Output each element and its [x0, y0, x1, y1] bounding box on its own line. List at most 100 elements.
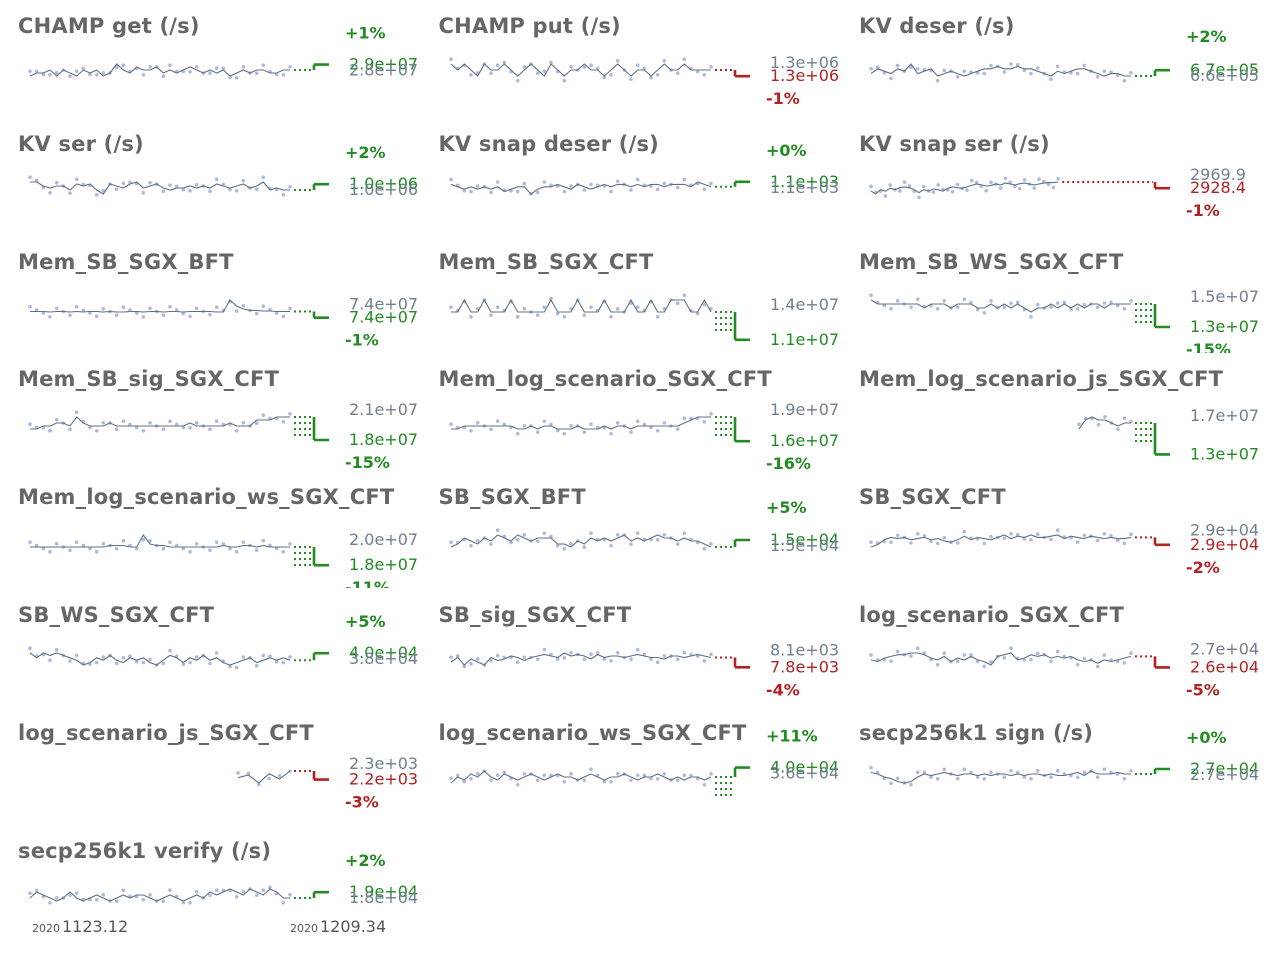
sample-point — [522, 655, 526, 660]
sample-point — [562, 189, 566, 194]
sample-point — [74, 653, 79, 658]
sample-point — [1122, 661, 1127, 665]
sample-point — [241, 65, 246, 69]
sample-point — [241, 889, 246, 894]
panel-title: CHAMP put (/s) — [438, 14, 621, 38]
sample-point — [962, 653, 967, 657]
sample-point — [515, 79, 519, 83]
sample-point — [562, 432, 566, 436]
sample-point — [181, 426, 186, 430]
sample-point — [261, 653, 266, 658]
sample-point — [702, 302, 706, 307]
sample-point — [48, 658, 52, 662]
sample-point — [1082, 63, 1087, 68]
sample-point — [695, 69, 699, 74]
sample-point — [628, 542, 633, 547]
upper-value-label: 1.1e+03 — [770, 172, 839, 191]
sample-point — [682, 177, 686, 182]
change-step-marker — [733, 311, 750, 341]
sample-point — [909, 782, 913, 787]
lower-value-label: 1.3e+06 — [770, 66, 839, 85]
sample-point — [615, 179, 619, 183]
percent-change-label: +5% — [345, 612, 386, 631]
sample-point — [261, 63, 266, 67]
sample-point — [468, 189, 473, 194]
sample-point — [895, 649, 900, 654]
sample-point — [1102, 300, 1107, 305]
sample-point — [975, 775, 980, 779]
sample-point — [1042, 179, 1046, 184]
sample-point — [288, 412, 292, 416]
sample-point — [214, 651, 219, 655]
sparkline-chart: 1.1e+031.1e+03+0% — [448, 141, 839, 197]
sample-point — [1129, 651, 1133, 655]
sample-point — [588, 767, 593, 771]
sample-point — [582, 430, 586, 435]
sample-point — [68, 312, 72, 317]
percent-change-label: +2% — [1186, 27, 1227, 46]
sparkline-chart: 1.5e+071.3e+07-15% — [869, 287, 1259, 353]
sample-point — [655, 187, 659, 191]
sample-point — [168, 183, 172, 187]
sample-point — [188, 426, 192, 430]
change-step-marker — [312, 547, 329, 567]
sample-point — [582, 187, 586, 192]
panel-title: secp256k1 sign (/s) — [859, 720, 1094, 745]
sample-point — [909, 304, 913, 309]
sample-point — [675, 300, 679, 305]
sample-point — [582, 65, 586, 69]
change-step-marker — [1153, 181, 1170, 190]
sample-point — [642, 422, 646, 427]
sample-point — [1022, 537, 1027, 541]
sample-point — [81, 66, 86, 71]
sample-point — [1103, 415, 1107, 419]
sample-point — [502, 422, 506, 427]
sample-point — [935, 541, 940, 546]
sample-point — [261, 887, 266, 892]
sample-point — [54, 418, 59, 422]
sample-point — [608, 779, 613, 784]
sample-point — [121, 419, 126, 424]
sample-point — [915, 532, 920, 536]
sample-point — [448, 422, 453, 427]
sample-point — [909, 65, 913, 69]
sample-point — [214, 419, 219, 424]
lower-value-label: 3.6e+04 — [770, 763, 839, 782]
sample-point — [288, 542, 292, 546]
sample-point — [1009, 532, 1013, 536]
sample-point — [1075, 662, 1080, 667]
panel-title: SB_WS_SGX_CFT — [18, 603, 215, 627]
sample-point — [28, 69, 32, 73]
trend-line — [870, 534, 1132, 548]
sample-point — [101, 655, 106, 659]
sample-point — [194, 65, 199, 69]
sample-point — [241, 540, 246, 545]
sample-point — [915, 67, 920, 71]
sample-point — [535, 778, 539, 782]
sample-point — [281, 73, 286, 77]
sample-point — [522, 771, 526, 776]
trend-line — [450, 181, 711, 195]
sample-point — [1129, 419, 1133, 424]
sample-point — [1056, 176, 1060, 181]
sample-point — [535, 71, 539, 75]
sample-point — [608, 432, 613, 436]
sample-point — [28, 540, 32, 545]
sample-point — [1009, 646, 1013, 650]
upper-value-label: 4.0e+04 — [770, 757, 839, 776]
sample-point — [168, 648, 172, 653]
sample-point — [28, 646, 32, 650]
sample-point — [101, 892, 106, 897]
percent-change-label: -3% — [345, 792, 379, 811]
sample-point — [869, 67, 873, 71]
sample-point — [628, 657, 633, 661]
sample-point — [582, 778, 586, 782]
percent-change-label: -5% — [1186, 680, 1220, 699]
